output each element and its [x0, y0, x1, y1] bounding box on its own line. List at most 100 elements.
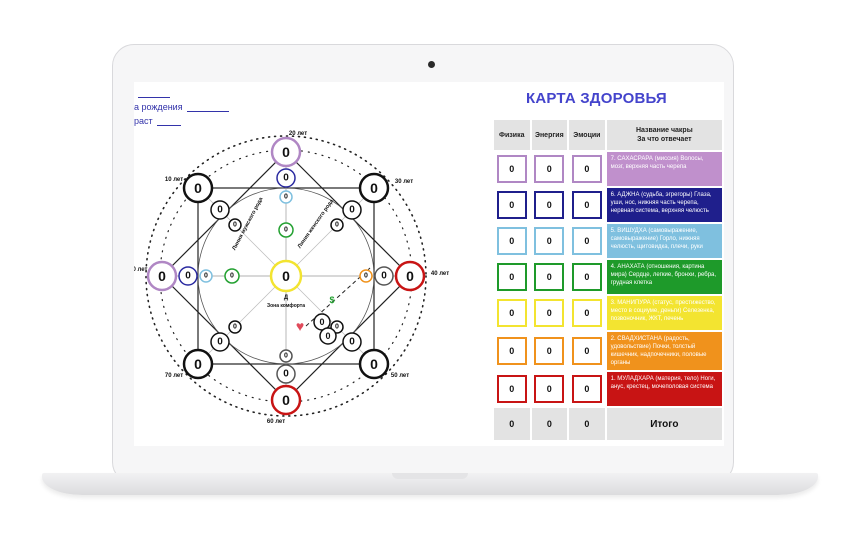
- form-blank[interactable]: [138, 88, 170, 98]
- inner-node-value: 0: [349, 205, 355, 216]
- chakra-value-energy[interactable]: 0: [534, 299, 565, 327]
- column-header-physics: Физика: [494, 120, 530, 150]
- age-label-bottom: 60 лет: [267, 419, 285, 425]
- form-blank[interactable]: [156, 116, 181, 126]
- chakra-cell-emotions: 0: [569, 296, 605, 330]
- inner-node-circle: [374, 266, 394, 286]
- third-node-circle: [330, 218, 344, 232]
- chakra-value-emotions[interactable]: 0: [571, 227, 602, 255]
- outer-node-value: 0: [406, 268, 414, 284]
- total-physics: 0: [494, 408, 530, 440]
- inner-node-circle: [276, 168, 296, 188]
- chakra-value-emotions[interactable]: 0: [571, 375, 602, 403]
- chakra-header-line: Название чакры: [635, 127, 693, 134]
- heart-icon: ♥: [296, 318, 304, 334]
- comfort-zone-label: Зона комфорта: [267, 302, 305, 309]
- form-label-age: раст: [134, 116, 153, 126]
- center-node-circle: [269, 259, 303, 293]
- laptop-base: [42, 473, 818, 495]
- chakra-value-energy[interactable]: 0: [534, 227, 565, 255]
- chakra-value-physics[interactable]: 0: [496, 155, 527, 183]
- third-node-value: 0: [284, 353, 288, 360]
- love-node-circle: [319, 327, 337, 345]
- totals-row: 0 0 0 Итого: [494, 408, 722, 440]
- chakra-value-physics[interactable]: 0: [496, 263, 527, 291]
- age-label-top-right: 30 лет: [395, 179, 413, 185]
- outer-node-circle: [358, 348, 390, 380]
- green-node-top-circle: [278, 222, 294, 238]
- chakra-cell-physics: 0: [494, 296, 530, 330]
- outer-node-value: 0: [282, 144, 290, 160]
- outer-node-value: 0: [370, 180, 378, 196]
- form-line-age[interactable]: раст: [134, 116, 181, 126]
- inner-node-value: 0: [283, 369, 289, 380]
- chakra-description: 5. ВИШУДХА (самовыражение, самовыражение…: [606, 224, 722, 258]
- chakra-value-physics[interactable]: 0: [496, 191, 527, 219]
- chakra-cell-physics: 0: [494, 188, 530, 222]
- chakra-value-energy[interactable]: 0: [534, 155, 565, 183]
- chakra-value-energy[interactable]: 0: [534, 263, 565, 291]
- outer-node-value: 0: [282, 392, 290, 408]
- chakra-value-emotions[interactable]: 0: [571, 263, 602, 291]
- third-node-value: 0: [233, 222, 237, 229]
- green-node-left-value: 0: [230, 273, 234, 280]
- total-energy: 0: [531, 408, 568, 440]
- outer-node-circle: [270, 384, 302, 416]
- webcam-icon: [428, 61, 435, 68]
- inner-node-circle: [276, 364, 296, 384]
- age-label-bottom-right: 50 лет: [391, 373, 409, 379]
- chakra-value-physics[interactable]: 0: [496, 337, 527, 365]
- chakra-value-energy[interactable]: 0: [534, 191, 565, 219]
- chakra-value-physics[interactable]: 0: [496, 299, 527, 327]
- center-letter: Д: [284, 295, 289, 301]
- inner-node-value: 0: [349, 337, 355, 348]
- chakra-cell-emotions: 0: [569, 372, 605, 406]
- form-label-birthdate: а рождения: [134, 102, 183, 112]
- chakra-cell-energy: 0: [532, 260, 568, 294]
- chakra-description: 3. МАНИПУРА (статус, престижество, место…: [606, 296, 722, 330]
- chakra-value-physics[interactable]: 0: [496, 227, 527, 255]
- chakra-value-energy[interactable]: 0: [534, 337, 565, 365]
- center-node-value: 0: [282, 268, 290, 284]
- chakra-value-emotions[interactable]: 0: [571, 299, 602, 327]
- form-line-name[interactable]: [134, 88, 170, 98]
- chakra-cell-physics: 0: [494, 224, 530, 258]
- chakra-cell-energy: 0: [532, 188, 568, 222]
- chakra-value-energy[interactable]: 0: [534, 375, 565, 403]
- chakra-cell-energy: 0: [532, 296, 568, 330]
- third-node-circle: [228, 218, 242, 232]
- chakra-cell-energy: 0: [532, 332, 568, 370]
- chakra-cell-emotions: 0: [569, 224, 605, 258]
- dollar-icon: $: [329, 295, 334, 305]
- third-node-circle: [359, 269, 373, 283]
- chakra-description: 1. МУЛАДХАРА (материя, тело) Ноги, анус,…: [606, 372, 722, 406]
- outer-node-value: 0: [158, 268, 166, 284]
- page-title: КАРТА ЗДОРОВЬЯ: [526, 90, 667, 107]
- third-node-value: 0: [204, 273, 208, 280]
- third-node-value: 0: [284, 194, 288, 201]
- chakra-value-physics[interactable]: 0: [496, 375, 527, 403]
- age-label-right: 40 лет: [431, 271, 449, 277]
- age-label-bottom-left: 70 лет: [165, 373, 183, 379]
- chakra-cell-energy: 0: [532, 152, 568, 186]
- chakra-cell-physics: 0: [494, 332, 530, 370]
- form-line-birthdate[interactable]: а рождения: [134, 102, 229, 112]
- chakra-value-emotions[interactable]: 0: [571, 155, 602, 183]
- inner-node-value: 0: [185, 271, 191, 282]
- outer-node-circle: [270, 136, 302, 168]
- column-header-energy: Энергия: [531, 120, 568, 150]
- total-emotions: 0: [569, 408, 605, 440]
- money-node-value: 0: [319, 317, 324, 327]
- chakra-value-emotions[interactable]: 0: [571, 191, 602, 219]
- chakra-value-emotions[interactable]: 0: [571, 337, 602, 365]
- form-blank[interactable]: [186, 102, 229, 112]
- outer-node-circle: [182, 172, 214, 204]
- female-line-label: Линия женского рода: [297, 198, 336, 250]
- inner-node-circle: [210, 332, 230, 352]
